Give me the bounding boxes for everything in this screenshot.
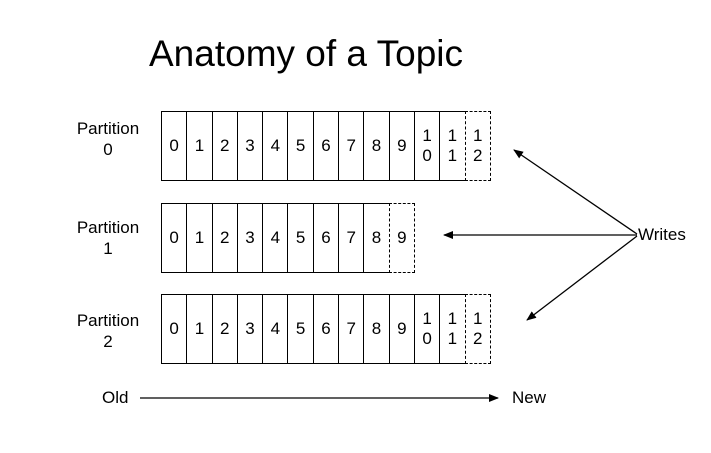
partition-label-number: 0	[103, 140, 113, 159]
offset-digit: 0	[422, 329, 432, 348]
offset-cell: 2	[211, 111, 238, 181]
diagram-title: Anatomy of a Topic	[149, 33, 463, 74]
offset-cell: 1	[186, 111, 213, 181]
partition-label-word: Partition	[76, 311, 140, 330]
offset-digit: 1	[422, 126, 432, 145]
offset-digit: 0	[422, 146, 432, 165]
offset-digit: 1	[447, 309, 458, 328]
partition-label-word: Partition	[76, 119, 140, 138]
offset-cell: 9	[388, 294, 415, 364]
partition-label-2: Partition 2	[60, 310, 156, 352]
write-arrow-partition-2	[526, 235, 638, 321]
partition-label-number: 1	[103, 239, 113, 258]
partition-label-word: Partition	[76, 218, 140, 237]
offset-cell: 4	[262, 294, 289, 364]
offset-digit: 1	[447, 126, 458, 145]
writes-label: Writes	[638, 225, 686, 244]
new-label: New	[512, 388, 547, 407]
partition-label-1: Partition 1	[60, 217, 156, 259]
offset-digit: 1	[472, 309, 483, 328]
offset-cell: 2	[211, 294, 238, 364]
offset-cell: 7	[338, 203, 365, 273]
offset-cell: 5	[287, 294, 314, 364]
offset-digit: 1	[447, 146, 458, 165]
write-arrow-partition-0	[513, 149, 638, 235]
offset-digit: 1	[447, 329, 458, 348]
pending-offset-cell: 9	[388, 203, 415, 273]
partition-label-number: 2	[103, 332, 113, 351]
offset-digit: 1	[472, 126, 483, 145]
offset-cell: 3	[236, 203, 264, 273]
old-label: Old	[102, 388, 129, 407]
offset-digit: 2	[472, 329, 483, 348]
offset-cell: 5	[287, 111, 314, 181]
offset-cell: 1	[186, 294, 213, 364]
offset-cell: 4	[262, 111, 289, 181]
offset-cell: 3	[236, 111, 264, 181]
offset-cell: 2	[211, 203, 238, 273]
offset-cell: 7	[338, 294, 365, 364]
offset-digit: 1	[422, 309, 432, 328]
offset-cell: 0	[161, 294, 188, 364]
offset-digit: 2	[472, 146, 483, 165]
partition-label-0: Partition 0	[60, 118, 156, 160]
